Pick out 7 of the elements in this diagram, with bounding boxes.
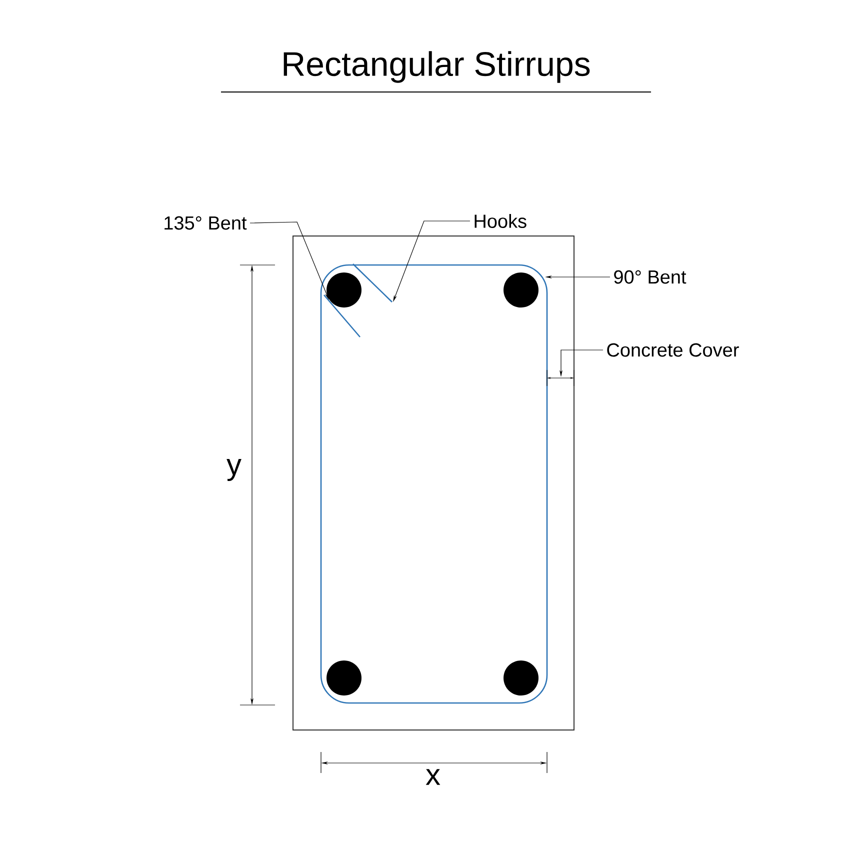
- dimension-label: y: [226, 458, 242, 482]
- callout-label: Hooks: [474, 214, 526, 228]
- callout-label: 90° Bent: [614, 270, 686, 284]
- callout-label: Concrete Cover: [607, 343, 739, 357]
- dimension-label: x: [426, 769, 440, 785]
- callout-label: 135° Bent: [164, 216, 247, 230]
- title: Rectangular Stirrups: [284, 51, 590, 83]
